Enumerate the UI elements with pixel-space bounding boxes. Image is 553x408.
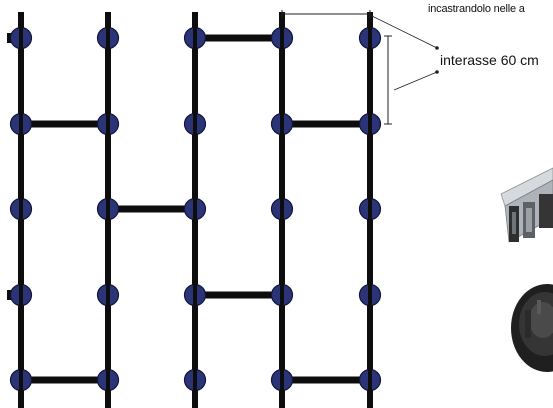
leader-line-top <box>371 15 438 49</box>
leader-dot-top <box>435 46 439 50</box>
leader-dot-bottom <box>435 70 439 74</box>
aluminium-profile-image <box>500 167 553 243</box>
node-layer <box>9 12 382 408</box>
spacing-label: interasse 60 cm <box>440 52 539 68</box>
leader-line-bottom <box>393 71 438 91</box>
round-pad-image <box>511 284 553 372</box>
caption-text: incastrandolo nelle a <box>428 3 525 15</box>
product-photo-area <box>495 160 553 408</box>
dimension-layer <box>281 10 439 125</box>
